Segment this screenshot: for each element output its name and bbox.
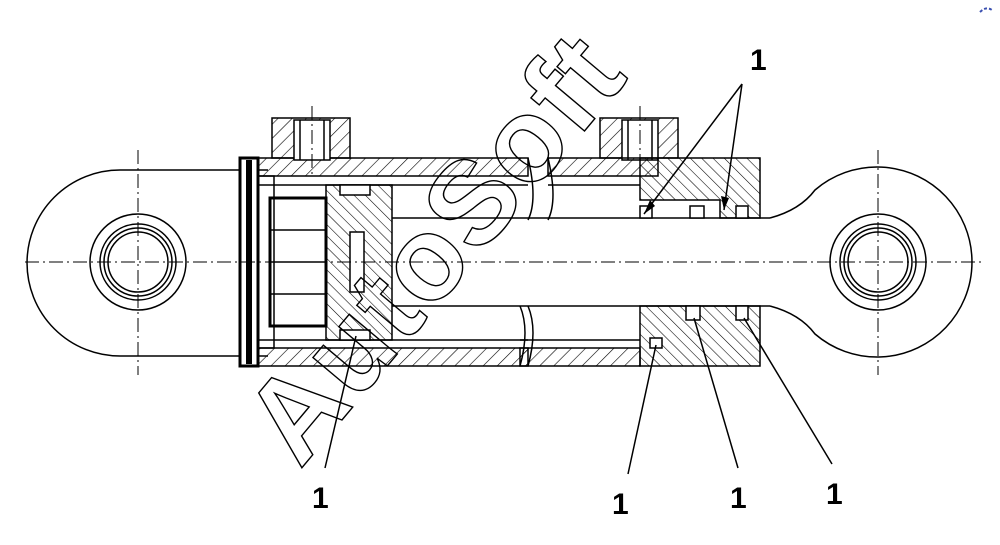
callout-bottom-rod-left: 1 [612, 488, 629, 521]
front-port-boss [599, 106, 679, 176]
callout-top-right: 1 [750, 44, 767, 77]
left-rear-eye [26, 169, 240, 357]
leader-lines [324, 83, 833, 475]
watermark: AutoSoft [219, 8, 651, 487]
corner-mark [979, 7, 993, 13]
centre-lines [25, 150, 985, 375]
cylinder-barrel-right [519, 157, 659, 367]
callout-bottom-piston: 1 [312, 482, 329, 515]
cylinder-barrel-left [257, 157, 529, 367]
callout-bottom-rod-mid: 1 [730, 482, 747, 515]
callout-bottom-rod-right: 1 [826, 478, 843, 511]
rear-port-boss [271, 106, 351, 176]
